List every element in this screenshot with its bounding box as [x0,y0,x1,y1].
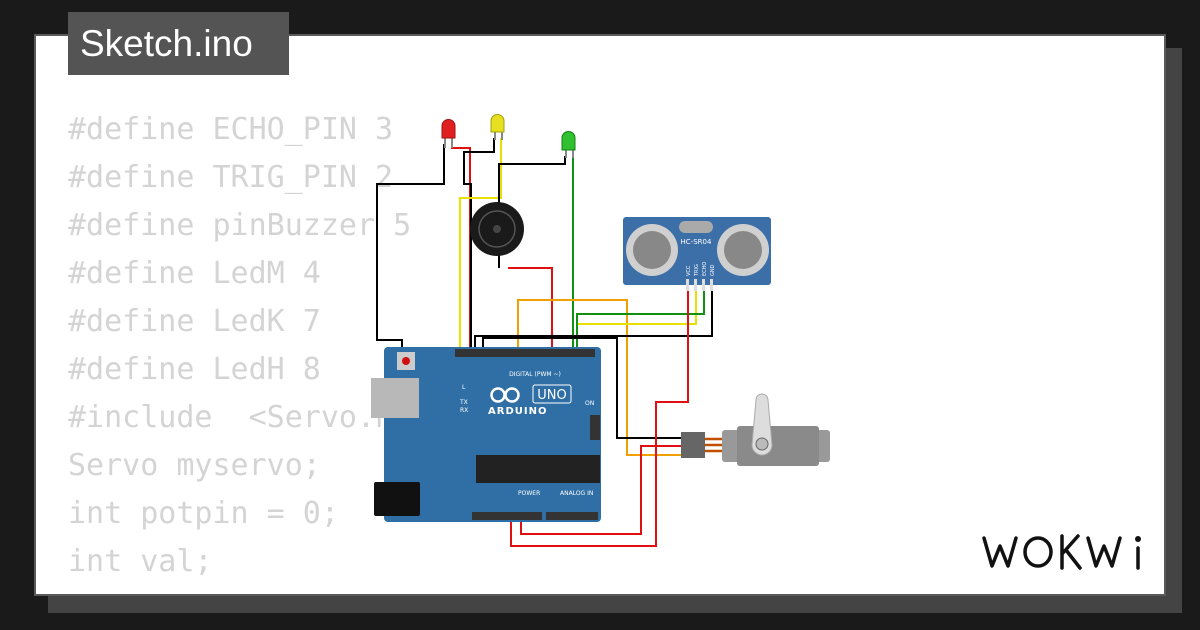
sensor-pin-label: GND [710,264,716,276]
code-line: Servo myservo; [68,448,321,483]
usb-port [371,378,419,418]
buzzer[interactable] [470,202,524,256]
wokwi-logo[interactable] [978,528,1150,576]
board-on-label: ON [585,400,594,407]
wire-orange-servo [517,299,688,456]
sensor-pin-label: TRIG [694,264,700,277]
reset-button [402,357,410,365]
code-line: #define TRIG_PIN 2 [68,160,394,195]
wire-black-gnd-servo [482,337,688,439]
board-model: UNO [537,388,566,403]
power-header-label: POWER [518,490,540,497]
sketch-tab-label: Sketch.ino [80,23,253,64]
power-jack [374,482,420,516]
wire-yellow-led-yellow [459,138,502,352]
code-line: #define LedM 4 [68,256,321,291]
wire-red-buzzer [508,267,553,352]
code-line: #define pinBuzzer 5 [68,208,412,243]
code-line: int val; [68,544,213,579]
board-led-label: L [462,384,466,391]
microcontroller-chip [476,455,600,483]
wire-black-led-yellow [463,138,495,355]
wire-black-led-red [376,144,445,356]
code-preview: #define ECHO_PIN 3 #define TRIG_PIN 2 #def… [68,106,411,586]
arduino-logo-icon [490,387,520,403]
wire-green-echo [576,282,705,348]
led-red[interactable] [441,119,456,148]
sensor-pin-label: ECHO [702,262,708,276]
led-yellow[interactable] [490,114,505,141]
sketch-tab[interactable]: Sketch.ino [68,12,289,75]
code-line: #define LedK 7 [68,304,321,339]
board-brand: ARDUINO [488,406,547,417]
arduino-uno[interactable]: DIGITAL (PWM ~) ARDUINO UNO L TX RX ON P… [371,347,601,522]
ultrasonic-sensor[interactable]: HC-SR04 VCC TRIG ECHO GND [623,217,771,291]
wire-yellow-trig [576,282,697,352]
code-line: #define LedH 8 [68,352,321,387]
analog-header-label: ANALOG IN [560,490,593,497]
servo-motor[interactable] [681,393,830,466]
wire-black-gnd-sensor [474,282,713,352]
sensor-label: HC-SR04 [681,238,712,246]
led-green[interactable] [561,131,576,159]
wire-red-vcc-sensor [510,282,689,547]
wire-red-vcc-servo [520,445,688,535]
sensor-pin-label: VCC [686,265,692,276]
digital-header-label: DIGITAL (PWM ~) [509,371,561,378]
code-line: #define ECHO_PIN 3 [68,112,394,147]
board-led-label: RX [460,407,468,414]
code-line: int potpin = 0; [68,496,339,531]
board-led-label: TX [459,399,468,406]
